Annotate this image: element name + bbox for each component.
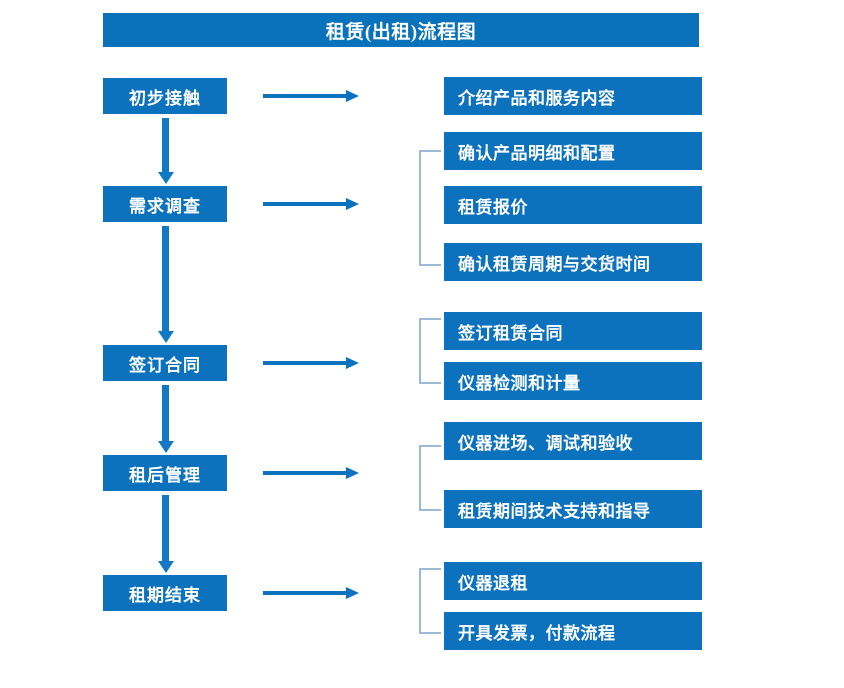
- vertical-arrow-2: [158, 226, 174, 343]
- detail-box-9[interactable]: 仪器退租: [444, 562, 702, 600]
- page-title: 租赁(出租)流程图: [103, 13, 699, 47]
- vertical-arrow-3: [158, 385, 174, 453]
- stage-box-1[interactable]: 初步接触: [103, 78, 227, 114]
- horizontal-arrow-3: [263, 356, 359, 370]
- stage-box-5[interactable]: 租期结束: [103, 575, 227, 611]
- bracket-contract-signing-group: [419, 318, 441, 384]
- bracket-requirement-survey-group: [419, 150, 441, 266]
- stage-box-3[interactable]: 签订合同: [103, 345, 227, 381]
- vertical-arrow-1: [158, 118, 174, 184]
- detail-box-7[interactable]: 仪器进场、调试和验收: [444, 422, 702, 460]
- vertical-arrow-4: [158, 495, 174, 573]
- stage-box-4[interactable]: 租后管理: [103, 455, 227, 491]
- detail-box-10[interactable]: 开具发票，付款流程: [444, 612, 702, 650]
- detail-box-6[interactable]: 仪器检测和计量: [444, 362, 702, 400]
- horizontal-arrow-5: [263, 586, 359, 600]
- detail-box-1[interactable]: 介绍产品和服务内容: [444, 77, 702, 115]
- detail-box-2[interactable]: 确认产品明细和配置: [444, 132, 702, 170]
- bracket-post-rental-group: [419, 445, 441, 511]
- detail-box-3[interactable]: 租赁报价: [444, 186, 702, 224]
- detail-box-4[interactable]: 确认租赁周期与交货时间: [444, 243, 702, 281]
- horizontal-arrow-2: [263, 197, 359, 211]
- bracket-lease-end-group: [419, 568, 441, 634]
- detail-box-5[interactable]: 签订租赁合同: [444, 312, 702, 350]
- detail-box-8[interactable]: 租赁期间技术支持和指导: [444, 490, 702, 528]
- stage-box-2[interactable]: 需求调查: [103, 186, 227, 222]
- horizontal-arrow-1: [263, 89, 359, 103]
- horizontal-arrow-4: [263, 466, 359, 480]
